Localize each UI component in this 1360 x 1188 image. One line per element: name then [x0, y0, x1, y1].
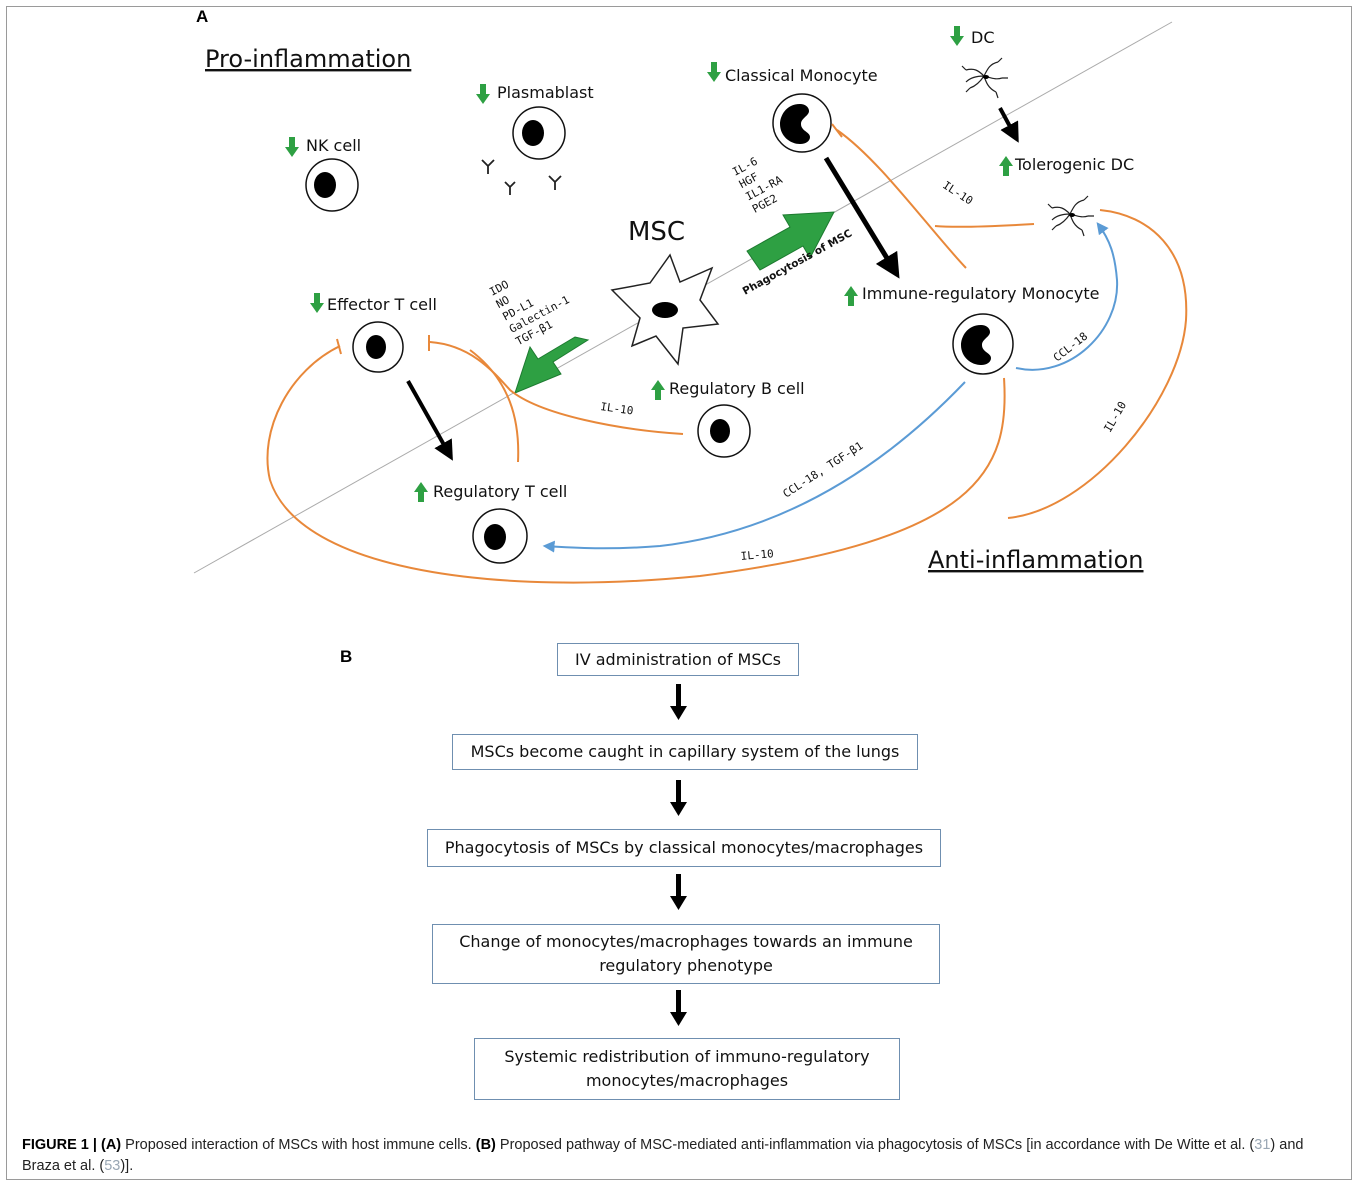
classical-monocyte-label: Classical Monocyte — [725, 66, 878, 85]
tolerogenic-dc-label: Tolerogenic DC — [1014, 155, 1134, 174]
down-arrow-icon — [950, 26, 964, 46]
up-arrow-icon — [999, 156, 1013, 176]
up-arrow-icon — [651, 380, 665, 400]
il10-bottom-label: IL-10 — [740, 547, 774, 563]
flow-step-1: IV administration of MSCs — [557, 643, 799, 676]
nk-cell: NK cell — [285, 136, 361, 212]
panel-b-label: B — [340, 647, 352, 666]
caption-b-text: Proposed pathway of MSC-mediated anti-in… — [499, 1137, 1255, 1153]
caption-ref-1[interactable]: 31 — [1254, 1137, 1271, 1153]
inhibit-imm-to-effector — [266, 345, 1006, 584]
dc-to-tolerogenic-arrow — [998, 107, 1019, 143]
flow-step-3: Phagocytosis of MSCs by classical monocy… — [427, 829, 941, 867]
immune-regulatory-monocyte: Immune-regulatory Monocyte — [844, 284, 1100, 375]
pro-inflammation-heading: Pro-inflammation — [205, 45, 411, 73]
ccl18-tgf-label: CCL-18, TGF-β1 — [781, 439, 866, 500]
ccl18-imm-to-tolerogenic — [1015, 222, 1119, 371]
flow-step-2: MSCs become caught in capillary system o… — [452, 734, 918, 770]
dc-shape-icon — [1047, 195, 1094, 237]
regulatory-t-cell-label: Regulatory T cell — [433, 482, 567, 501]
regulatory-b-cell: Regulatory B cell — [651, 379, 805, 458]
plasmablast: Plasmablast — [476, 83, 594, 195]
il10-breg-label: IL-10 — [600, 400, 635, 417]
immune-regulatory-monocyte-label: Immune-regulatory Monocyte — [862, 284, 1100, 303]
down-arrow-icon — [310, 293, 324, 313]
down-arrow-icon — [476, 84, 490, 104]
antibody-icon — [481, 159, 562, 195]
nk-cell-label: NK cell — [306, 136, 361, 155]
tolerogenic-dc: Tolerogenic DC — [999, 155, 1134, 237]
caption-a-label: (A) — [101, 1137, 122, 1153]
msc-to-tcell-green-arrow — [514, 336, 590, 394]
il10-right-label: IL-10 — [1101, 399, 1129, 434]
inhibit-breg-to-effector — [429, 341, 684, 435]
dc-shape-icon — [961, 57, 1008, 99]
effector-t-cell-label: Effector T cell — [327, 295, 437, 314]
flow-step-4: Change of monocytes/macrophages towards … — [432, 924, 940, 984]
factor-label: NO — [494, 293, 512, 311]
plasmablast-label: Plasmablast — [497, 83, 594, 102]
up-arrow-icon — [844, 286, 858, 306]
dendritic-cell: DC — [950, 26, 1008, 99]
msc-cell: MSC — [610, 217, 720, 366]
caption-end-text: )]. — [120, 1158, 134, 1174]
down-arrow-icon — [285, 137, 299, 157]
regulatory-b-cell-label: Regulatory B cell — [669, 379, 805, 398]
up-arrow-icon — [414, 482, 428, 502]
il10-imm-to-tolerogenic — [1007, 209, 1188, 519]
effector-to-regulatory-arrow — [406, 380, 453, 461]
classical-monocyte: Classical Monocyte — [707, 62, 878, 153]
caption-ref-2[interactable]: 53 — [104, 1158, 121, 1174]
inhibit-dc-branch — [934, 223, 1035, 228]
figure-caption: FIGURE 1 | (A) Proposed interaction of M… — [22, 1135, 1322, 1177]
caption-figure-number: FIGURE 1 | — [22, 1137, 97, 1153]
il10-dc-label: IL-10 — [940, 179, 975, 208]
inhibit-treg-to-effector — [469, 349, 520, 463]
figure-frame — [6, 6, 1352, 1180]
inhibit-imm-to-classical — [836, 129, 967, 269]
caption-b-label: (B) — [475, 1137, 496, 1153]
regulatory-t-cell: Regulatory T cell — [414, 482, 567, 564]
flow-step-5: Systemic redistribution of immuno-regula… — [474, 1038, 900, 1100]
msc-to-monocyte-green-arrow — [746, 211, 835, 271]
monocyte-conversion-arrow — [823, 156, 900, 279]
factor-label: IDO — [487, 278, 511, 299]
effector-t-cell: Effector T cell — [310, 293, 437, 373]
anti-inflammation-heading: Anti-inflammation — [928, 546, 1144, 574]
flow-arrows — [670, 684, 687, 1026]
down-arrow-icon — [707, 62, 721, 82]
caption-mid-text: ) and Braza et al. ( — [22, 1137, 1304, 1174]
ccl18-tgf-imm-to-treg — [542, 381, 966, 553]
msc-label: MSC — [628, 217, 685, 247]
caption-a-text: Proposed interaction of MSCs with host i… — [125, 1137, 472, 1153]
dc-label: DC — [971, 28, 995, 47]
panel-a-label: A — [196, 7, 208, 26]
